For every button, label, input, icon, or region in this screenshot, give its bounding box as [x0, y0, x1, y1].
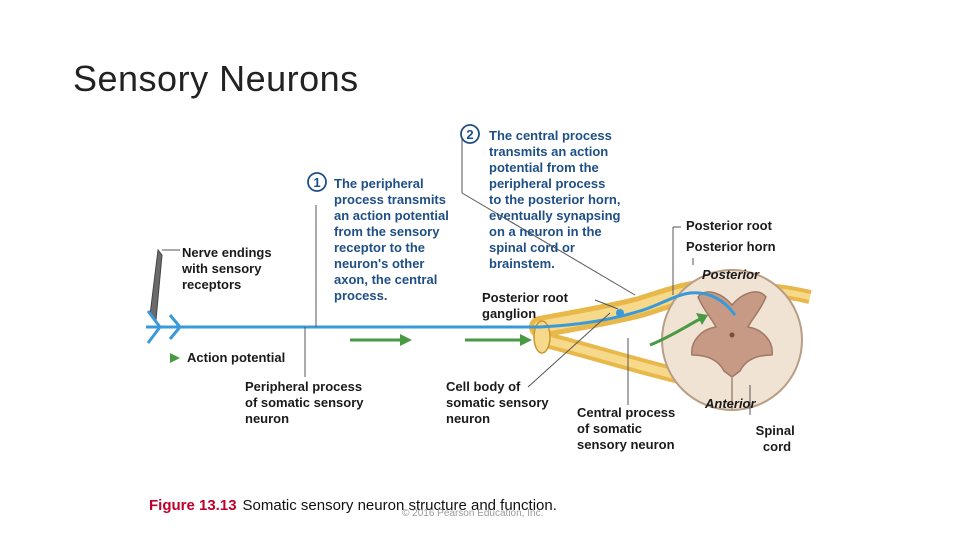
nerve-cut-end: [533, 320, 551, 354]
cell-body: [616, 309, 624, 317]
step1-text: The peripheral process transmits an acti…: [334, 176, 452, 303]
slide-title: Sensory Neurons: [73, 58, 359, 99]
axon: [160, 291, 737, 329]
label-central-process: Central process of somatic sensory neuro…: [577, 405, 679, 452]
figure-number: Figure 13.13: [149, 497, 237, 514]
svg-text:2: 2: [466, 127, 473, 142]
label-posterior-root-ganglion: Posterior root ganglion: [482, 290, 572, 321]
receptor-endings: [146, 310, 182, 344]
step2-text: The central process transmits an action …: [489, 128, 624, 271]
spinal-cord: [661, 269, 803, 411]
action-potential-arrows: [350, 313, 708, 347]
figure-caption: Figure 13.13 Somatic sensory neuron struc…: [149, 497, 557, 514]
label-peripheral-process: Peripheral process of somatic sensory ne…: [245, 379, 367, 426]
caption-text: Somatic sensory neuron structure and fun…: [242, 497, 557, 514]
step2-number: 2: [460, 124, 480, 144]
neuron-diagram: 1 2 The peripheral process transmits an …: [146, 124, 812, 454]
label-nerve-endings: Nerve endings with sensory receptors: [181, 245, 275, 292]
label-cell-body: Cell body of somatic sensory neuron: [446, 379, 552, 426]
label-posterior: Posterior: [702, 267, 760, 282]
label-posterior-horn: Posterior horn: [686, 239, 776, 254]
skin-edge: [149, 248, 163, 321]
copyright-notice: © 2016 Pearson Education, Inc.: [402, 508, 544, 519]
label-action-potential: Action potential: [187, 350, 285, 365]
label-posterior-root: Posterior root: [686, 218, 773, 233]
leader-lines: [162, 135, 751, 415]
action-potential-marker: [170, 353, 180, 363]
label-anterior: Anterior: [704, 396, 757, 411]
svg-text:1: 1: [313, 175, 320, 190]
label-spinal-cord: Spinal cord: [756, 423, 799, 454]
step1-number: 1: [307, 172, 327, 192]
